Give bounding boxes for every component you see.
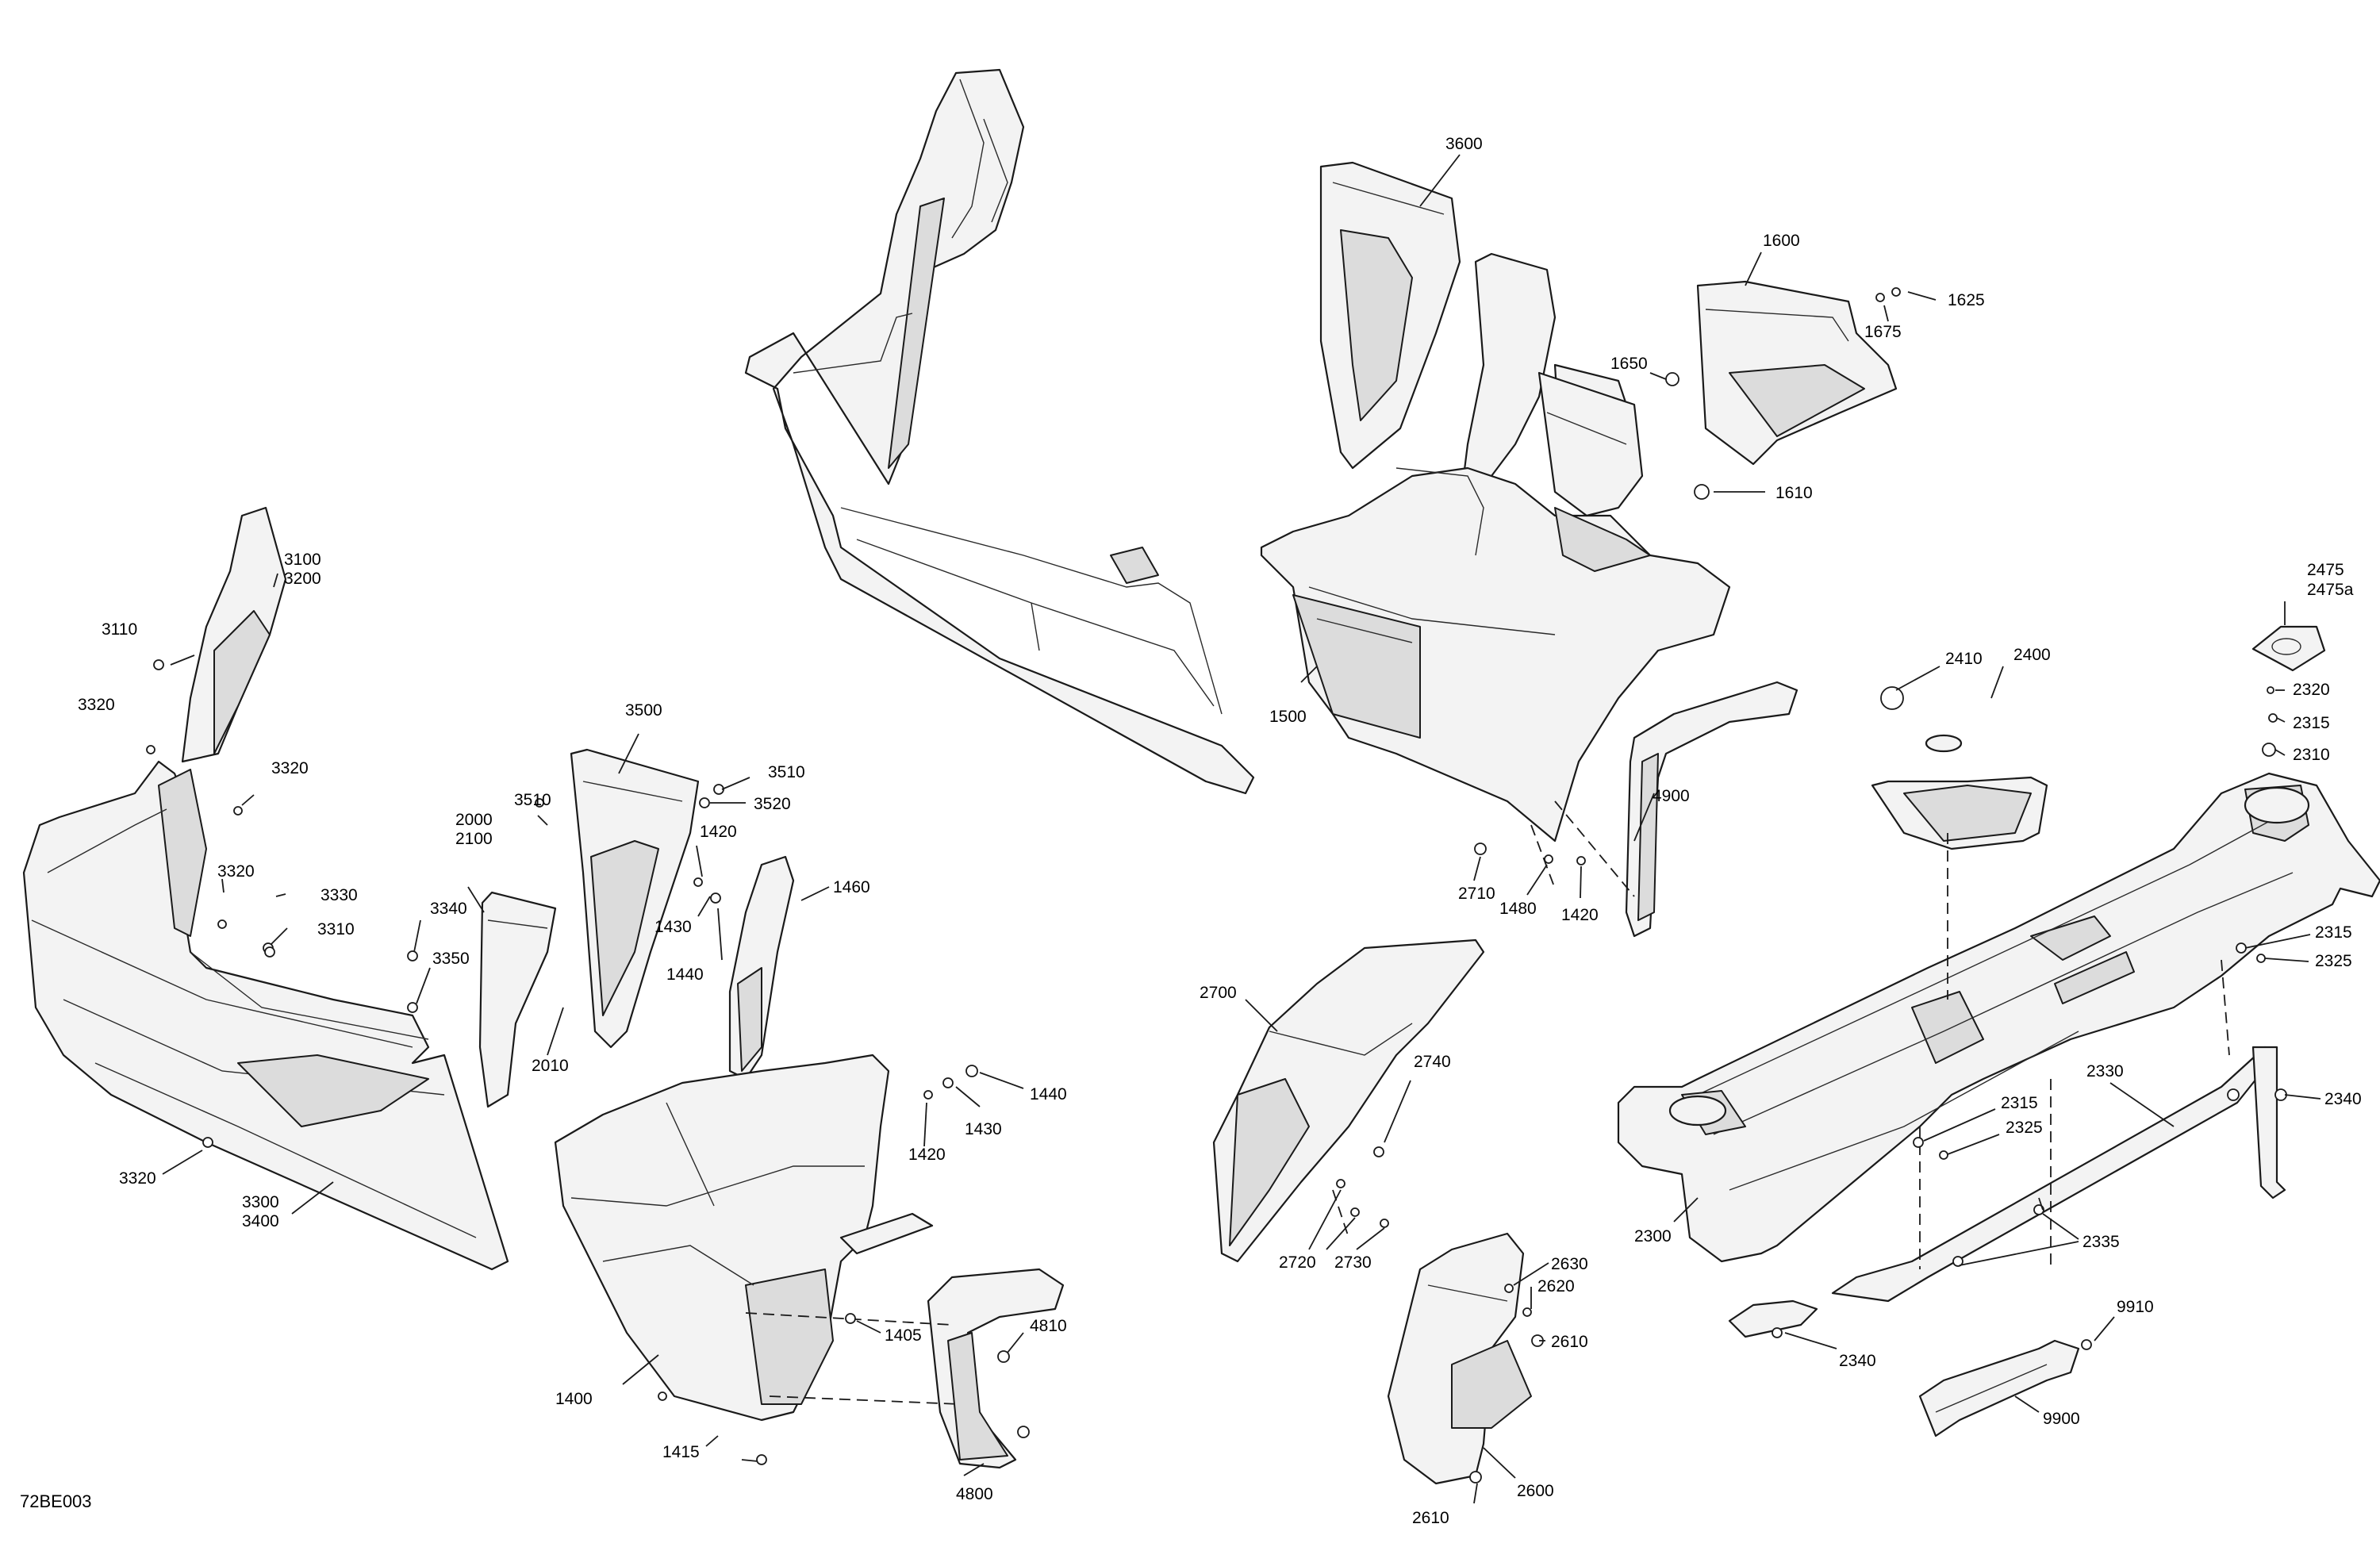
- callout-1405: 1405: [885, 1326, 922, 1345]
- callout-1650: 1650: [1610, 355, 1648, 373]
- callout-2100: 2100: [455, 830, 493, 848]
- callout-9900: 9900: [2043, 1410, 2080, 1428]
- dash-console-frame: [1260, 161, 1731, 843]
- callout-3350: 3350: [432, 950, 470, 968]
- callout-labels: 3600 1600 1625 1675 1650 1610 1500 3100 …: [20, 135, 2362, 1527]
- callout-1500: 1500: [1269, 708, 1307, 726]
- callout-3100: 3100: [284, 551, 321, 569]
- callout-2475: 2475: [2307, 561, 2344, 579]
- callout-2710: 2710: [1458, 885, 1495, 903]
- callout-2630: 2630: [1551, 1255, 1588, 1273]
- callout-1625: 1625: [1948, 291, 1985, 309]
- callout-2330: 2330: [2086, 1062, 2124, 1080]
- alignment-lines: [745, 800, 2230, 1405]
- panel-2600: [1387, 1232, 1532, 1485]
- callout-3510-a: 3510: [768, 763, 805, 781]
- figure-code: 72BE003: [20, 1491, 92, 1511]
- callout-9910: 9910: [2117, 1298, 2154, 1316]
- callout-2400: 2400: [2013, 646, 2051, 664]
- callout-2340-b: 2340: [1839, 1352, 1876, 1370]
- callout-2720: 2720: [1279, 1253, 1316, 1272]
- callout-3500: 3500: [625, 701, 662, 720]
- callout-3510-b: 3510: [514, 791, 551, 809]
- callout-1600: 1600: [1763, 232, 1800, 250]
- callout-1420-b: 1420: [908, 1146, 946, 1164]
- callout-1420-c: 1420: [1561, 906, 1599, 924]
- callout-1420-a: 1420: [700, 823, 737, 841]
- callout-3400: 3400: [242, 1212, 279, 1230]
- callout-2310: 2310: [2293, 746, 2330, 764]
- side-panel-3300: [22, 506, 509, 1271]
- callout-1440-a: 1440: [666, 965, 704, 984]
- callout-1415: 1415: [662, 1443, 700, 1461]
- callout-3320-d: 3320: [119, 1169, 156, 1188]
- callout-1440-b: 1440: [1030, 1085, 1067, 1104]
- callout-1430-a: 1430: [654, 918, 692, 936]
- callout-2000: 2000: [455, 811, 493, 829]
- callout-2610-a: 2610: [1551, 1333, 1588, 1351]
- callout-1430-b: 1430: [965, 1120, 1002, 1138]
- callout-3110: 3110: [102, 620, 137, 639]
- callout-1460: 1460: [833, 878, 870, 896]
- callout-2315-a: 2315: [2293, 714, 2330, 732]
- callout-2620: 2620: [1537, 1277, 1575, 1295]
- side-trim-4900: [1625, 681, 1798, 938]
- fasteners: [146, 287, 2287, 1484]
- callout-2300: 2300: [1634, 1227, 1672, 1246]
- callout-2325-a: 2325: [2315, 952, 2352, 970]
- callout-2340-a: 2340: [2324, 1090, 2362, 1108]
- callout-2010: 2010: [532, 1057, 569, 1075]
- callout-2320: 2320: [2293, 681, 2330, 699]
- callout-1610: 1610: [1775, 484, 1813, 502]
- callout-1675: 1675: [1864, 323, 1902, 341]
- cap-2475: [2251, 625, 2326, 672]
- callout-2740: 2740: [1414, 1053, 1451, 1071]
- callout-2335: 2335: [2082, 1233, 2120, 1251]
- callout-3600: 3600: [1445, 135, 1483, 153]
- callout-4810: 4810: [1030, 1317, 1067, 1335]
- callout-2700: 2700: [1200, 984, 1237, 1002]
- callout-3320-a: 3320: [78, 696, 115, 714]
- bracket-bar-2330: [1728, 1046, 2286, 1338]
- callout-2410: 2410: [1945, 650, 1983, 668]
- callout-3300: 3300: [242, 1193, 279, 1211]
- callout-3330: 3330: [321, 886, 358, 904]
- pillar-trim-2000: [478, 891, 557, 1108]
- callout-2475a: 2475a: [2307, 581, 2354, 599]
- panel-2700: [1212, 938, 1485, 1263]
- callout-3340: 3340: [430, 900, 467, 918]
- callout-2600: 2600: [1517, 1482, 1554, 1500]
- pillar-3500: [570, 748, 700, 1049]
- callout-2730: 2730: [1334, 1253, 1372, 1272]
- skid-plate-9900: [1918, 1339, 2080, 1437]
- callout-2610-b: 2610: [1412, 1509, 1449, 1527]
- callout-3200: 3200: [284, 570, 321, 588]
- callout-3320-c: 3320: [217, 862, 255, 881]
- leader-lines: [162, 154, 2321, 1504]
- upper-bezel-1600: [1696, 280, 1898, 466]
- callout-3310: 3310: [317, 920, 355, 938]
- callout-2325-b: 2325: [2006, 1119, 2043, 1137]
- callout-4800: 4800: [956, 1485, 993, 1503]
- lower-panel-1400: [554, 855, 934, 1422]
- upper-frame-part: [744, 68, 1255, 795]
- lower-trim-4800: [927, 1268, 1065, 1469]
- callout-1480: 1480: [1499, 900, 1537, 918]
- callout-2315-b: 2315: [2315, 923, 2352, 942]
- callout-4900: 4900: [1653, 787, 1690, 805]
- callout-3320-b: 3320: [271, 759, 309, 777]
- callout-2315-c: 2315: [2001, 1094, 2038, 1112]
- callout-3520: 3520: [754, 795, 791, 813]
- callout-1400: 1400: [555, 1390, 593, 1408]
- center-console-2300: [1617, 734, 2380, 1263]
